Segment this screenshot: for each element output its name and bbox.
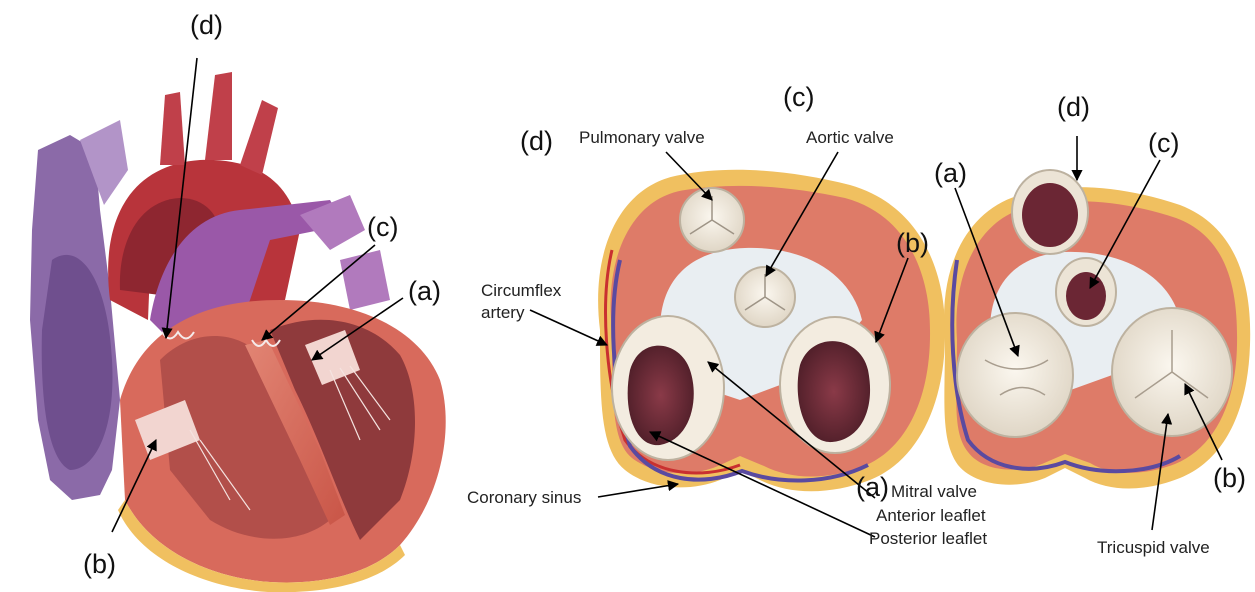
label-d-mid: (d) <box>520 126 553 156</box>
label-artery: artery <box>481 303 525 322</box>
label-tricuspid-valve: Tricuspid valve <box>1097 538 1210 557</box>
label-a-left: (a) <box>408 276 441 306</box>
valve-plane-view <box>598 170 945 491</box>
label-coronary-sinus: Coronary sinus <box>467 488 581 507</box>
label-aortic-valve: Aortic valve <box>806 128 894 147</box>
label-b-right: (b) <box>1213 463 1246 493</box>
aorta-branch-3 <box>240 100 278 175</box>
label-c-right: (c) <box>1148 128 1179 158</box>
label-b-mid: (b) <box>896 228 929 258</box>
label-a-right: (a) <box>934 158 967 188</box>
mitral-closed <box>957 313 1073 437</box>
label-pulmonary-valve: Pulmonary valve <box>579 128 705 147</box>
label-c-mid: (c) <box>783 82 814 112</box>
label-circumflex: Circumflex <box>481 281 562 300</box>
label-a-mid: (a) <box>856 472 889 502</box>
heart-cross-section <box>30 72 446 592</box>
label-mitral-valve: Mitral valve <box>891 482 977 501</box>
label-b-left: (b) <box>83 549 116 579</box>
arrow-coronary-sinus <box>598 484 678 497</box>
pulmonary-vein <box>340 250 390 310</box>
label-d-right: (d) <box>1057 92 1090 122</box>
aorta-branch-1 <box>160 92 185 165</box>
aorta-branch-2 <box>205 72 232 160</box>
label-c-left: (c) <box>367 212 398 242</box>
label-posterior-leaflet: Posterior leaflet <box>869 529 987 548</box>
label-anterior-leaflet: Anterior leaflet <box>876 506 986 525</box>
tricuspid-leaflet-dark <box>798 341 870 442</box>
valve-plane-closed <box>944 170 1250 489</box>
arrow-circumflex <box>530 310 607 345</box>
label-d-left: (d) <box>190 10 223 40</box>
